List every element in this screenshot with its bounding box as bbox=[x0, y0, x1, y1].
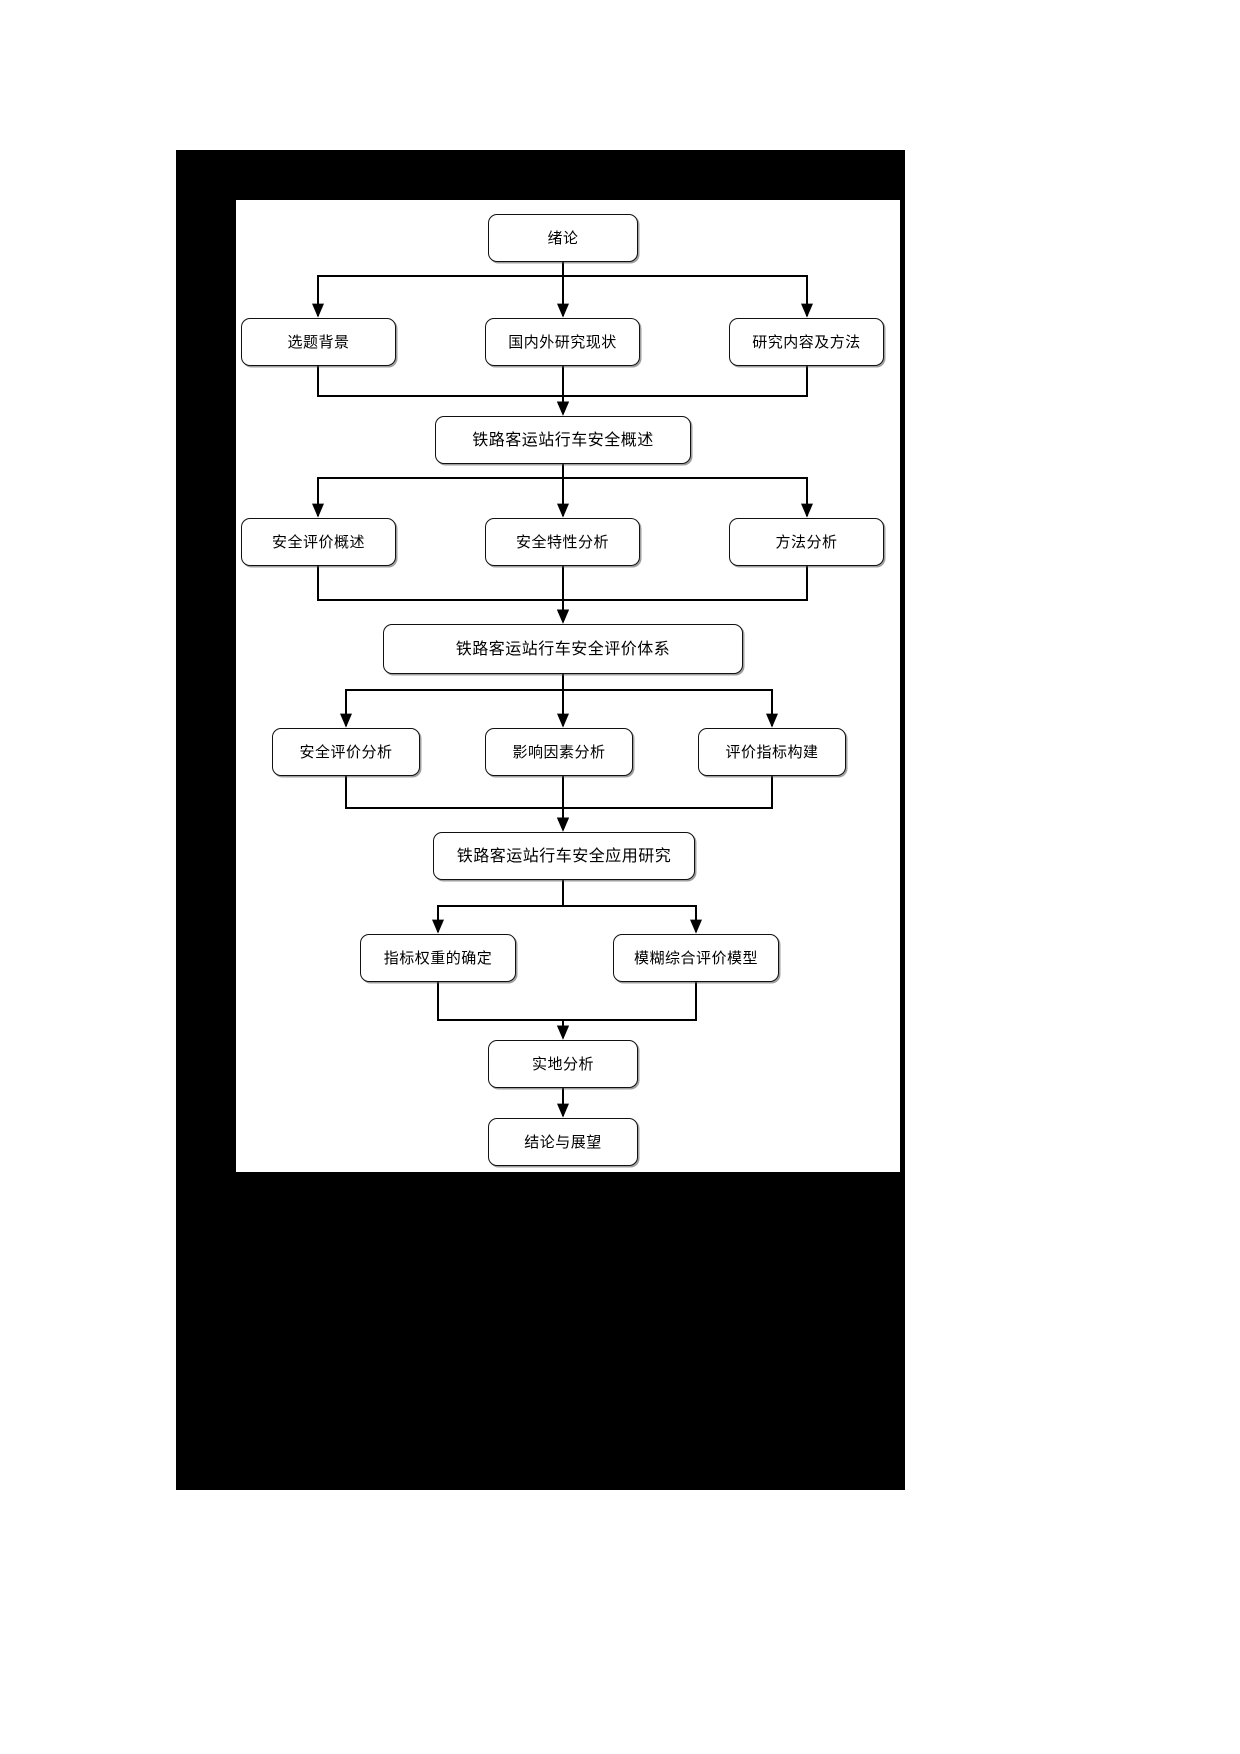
node-application[interactable]: 铁路客运站行车安全应用研究 bbox=[433, 832, 695, 880]
edge-method-to-system bbox=[557, 566, 808, 624]
node-topic-background[interactable]: 选题背景 bbox=[241, 318, 396, 366]
edge-methods-to-overview bbox=[557, 366, 808, 416]
edge-system-to-evalanalysis bbox=[340, 689, 563, 728]
flowchart-canvas: 绪论 选题背景 国内外研究现状 研究内容及方法 铁路客运站行车安全概述 安全评价… bbox=[236, 200, 900, 1172]
edge-fuzzy-to-field bbox=[557, 982, 697, 1040]
node-field-analysis[interactable]: 实地分析 bbox=[488, 1040, 638, 1088]
edge-evaloverview-to-system bbox=[317, 566, 569, 624]
edge-evalanalysis-to-app bbox=[345, 776, 569, 832]
edge-topic-to-overview bbox=[317, 366, 569, 416]
node-eval-overview[interactable]: 安全评价概述 bbox=[241, 518, 396, 566]
node-weight-determine[interactable]: 指标权重的确定 bbox=[360, 934, 516, 982]
edge-overview-to-method bbox=[563, 477, 813, 518]
node-eval-analysis[interactable]: 安全评价分析 bbox=[272, 728, 420, 776]
edge-index-to-app bbox=[557, 776, 773, 832]
node-research-status[interactable]: 国内外研究现状 bbox=[485, 318, 640, 366]
node-eval-system[interactable]: 铁路客运站行车安全评价体系 bbox=[383, 624, 743, 674]
node-fuzzy-model[interactable]: 模糊综合评价模型 bbox=[613, 934, 779, 982]
edge-app-to-fuzzy bbox=[562, 880, 702, 934]
edge-weight-to-field bbox=[437, 982, 569, 1040]
edge-intro-to-methods bbox=[563, 275, 813, 318]
edge-intro-to-topic bbox=[312, 275, 563, 318]
node-feature-analysis[interactable]: 安全特性分析 bbox=[485, 518, 640, 566]
node-conclusion[interactable]: 结论与展望 bbox=[488, 1118, 638, 1166]
edge-app-to-weight bbox=[432, 880, 564, 934]
node-factor-analysis[interactable]: 影响因素分析 bbox=[485, 728, 633, 776]
node-index-build[interactable]: 评价指标构建 bbox=[698, 728, 846, 776]
node-safety-overview[interactable]: 铁路客运站行车安全概述 bbox=[435, 416, 691, 464]
edge-system-to-index bbox=[563, 689, 778, 728]
node-intro[interactable]: 绪论 bbox=[488, 214, 638, 262]
node-method-analysis[interactable]: 方法分析 bbox=[729, 518, 884, 566]
flowchart-connectors bbox=[312, 262, 813, 1118]
edge-overview-to-evaloverview bbox=[312, 477, 563, 518]
node-content-methods[interactable]: 研究内容及方法 bbox=[729, 318, 884, 366]
